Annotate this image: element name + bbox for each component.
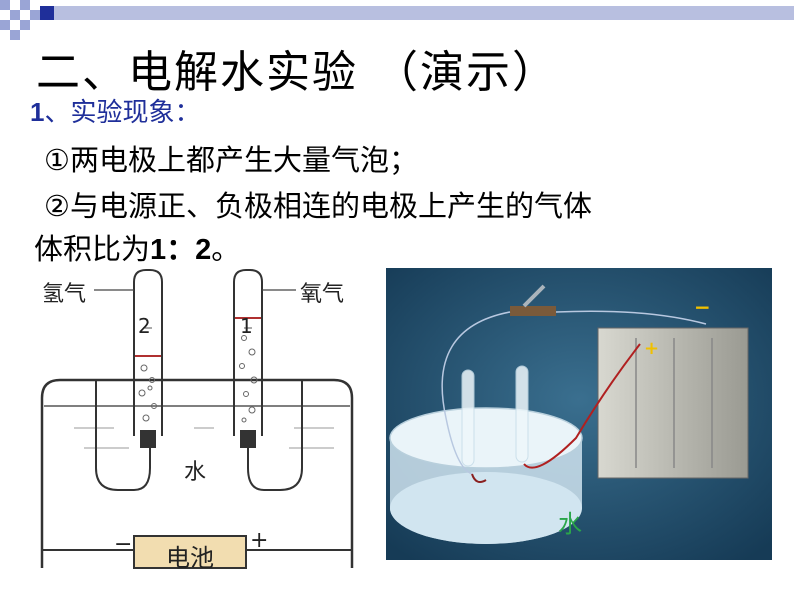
subheading-number: 1 bbox=[30, 97, 45, 127]
observation-2: ②与电源正、负极相连的电极上产生的气体 bbox=[44, 189, 592, 223]
battery-plus-sign: + bbox=[644, 338, 659, 359]
apparatus-illustration: + − 水 bbox=[386, 268, 772, 560]
water-label: 水 bbox=[558, 510, 582, 538]
section-subheading: 1、实验现象： bbox=[30, 92, 200, 129]
hydrogen-label: 氢气 bbox=[42, 282, 87, 307]
electrolysis-diagram-drawing bbox=[40, 269, 354, 569]
volume-ratio: 1：2 bbox=[150, 234, 212, 266]
subheading-text: 、实验现象： bbox=[44, 98, 201, 128]
observation-2-continued: 体积比为1：2。 bbox=[34, 226, 240, 268]
ratio-suffix: 。 bbox=[211, 232, 241, 266]
battery-minus-sign: − bbox=[114, 532, 133, 557]
tube-left-number: 2 bbox=[138, 314, 151, 338]
apparatus-illustration-drawing: + − 水 bbox=[386, 268, 772, 560]
oxygen-label: 氧气 bbox=[300, 282, 345, 307]
header-decoration bbox=[0, 0, 794, 40]
ratio-prefix: 体积比为 bbox=[34, 232, 151, 266]
battery-label: 电池 bbox=[166, 544, 214, 572]
water-label: 水 bbox=[184, 460, 207, 485]
page-title: 二、电解水实验 （演示） bbox=[36, 47, 558, 98]
battery-plus-sign: + bbox=[250, 528, 269, 553]
electrolysis-diagram: 氢气 氧气 2 1 水 − 电池 + bbox=[34, 268, 364, 578]
tube-right-number: 1 bbox=[240, 314, 253, 338]
battery-minus-sign: − bbox=[694, 295, 711, 319]
observation-1: ①两电极上都产生大量气泡； bbox=[44, 143, 418, 177]
